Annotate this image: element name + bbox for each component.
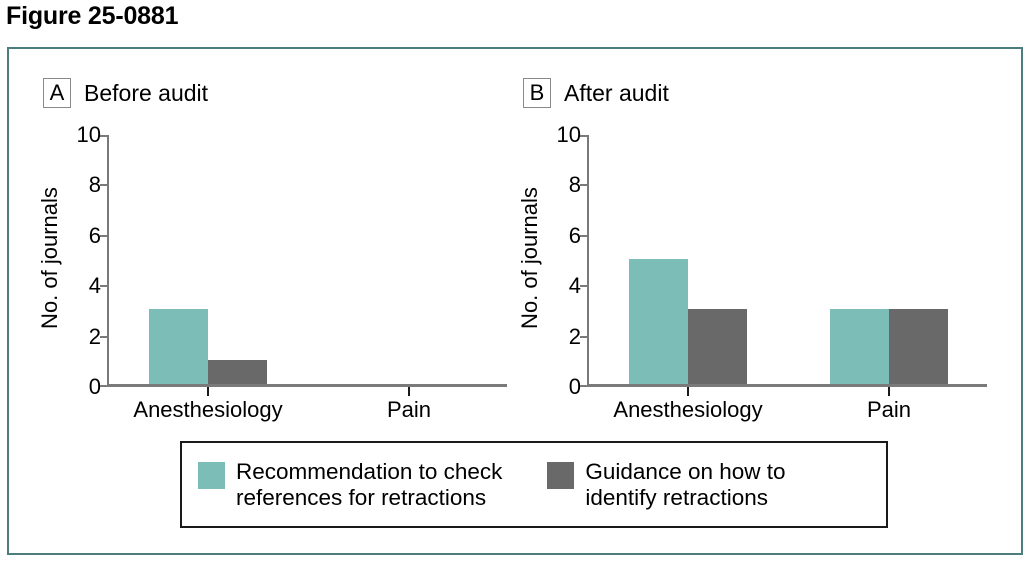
y-tick-mark <box>580 385 587 387</box>
y-tick-label: 0 <box>568 374 581 399</box>
x-tick-label-anesthesiology: Anesthesiology <box>613 397 763 422</box>
panel-a-letter: A <box>43 78 71 108</box>
x-tick-mark <box>207 387 209 396</box>
y-axis-line <box>587 135 589 387</box>
panel-b-title: After audit <box>564 79 669 106</box>
legend-item-guidance: Guidance on how to identify retractions <box>547 458 786 511</box>
y-tick-mark <box>580 335 587 338</box>
legend-label-recommendation: Recommendation to check references for r… <box>236 458 503 510</box>
bar-b-anesthesiology-recommendation <box>629 259 688 385</box>
y-tick-label: 2 <box>88 323 101 349</box>
panel-a-y-tick-labels: 0 2 4 6 8 10 <box>61 124 101 398</box>
y-tick-mark <box>100 135 107 137</box>
panel-a-title: Before audit <box>84 79 209 106</box>
y-tick-mark <box>100 234 107 237</box>
y-tick-mark <box>580 234 587 237</box>
y-tick-mark <box>580 285 587 288</box>
bar-b-pain-guidance <box>889 309 948 385</box>
y-tick-label: 0 <box>88 374 101 399</box>
y-tick-mark <box>100 385 107 387</box>
panel-b-axes: Anesthesiology Pain <box>580 135 987 422</box>
legend-swatch-gray <box>547 461 575 489</box>
figure-frame: A Before audit No. of journals 0 2 4 6 8… <box>7 47 1023 555</box>
y-tick-label: 6 <box>568 222 581 248</box>
y-tick-label: 2 <box>568 323 581 349</box>
x-tick-label-pain: Pain <box>866 397 912 422</box>
x-tick-label-anesthesiology: Anesthesiology <box>133 397 283 422</box>
y-tick-label: 6 <box>88 222 101 248</box>
x-tick-label-pain: Pain <box>386 397 432 422</box>
y-tick-mark <box>100 335 107 338</box>
legend-label-guidance: Guidance on how to identify retractions <box>585 458 786 510</box>
y-tick-mark <box>580 135 587 137</box>
y-tick-label: 10 <box>76 122 101 147</box>
y-tick-label: 10 <box>556 122 581 147</box>
x-axis-line <box>107 384 507 387</box>
x-tick-mark <box>888 387 890 396</box>
bar-a-anesthesiology-recommendation <box>149 309 208 385</box>
panel-a-axes: Anesthesiology Pain <box>100 135 507 422</box>
bar-a-anesthesiology-guidance <box>208 359 267 385</box>
panel-b-letter: B <box>523 78 551 108</box>
panel-b: B After audit No. of journals 0 2 4 6 8 … <box>515 63 995 433</box>
legend-item-recommendation: Recommendation to check references for r… <box>198 459 502 511</box>
panel-a-header: A Before audit <box>43 77 208 109</box>
panel-b-y-axis-label: No. of journals <box>517 187 542 329</box>
y-tick-label: 8 <box>88 172 101 198</box>
x-axis-line <box>587 384 987 387</box>
panel-a: A Before audit No. of journals 0 2 4 6 8… <box>35 63 507 433</box>
legend: Recommendation to check references for r… <box>180 441 888 528</box>
x-tick-mark <box>408 387 410 396</box>
y-tick-label: 4 <box>88 273 101 299</box>
panel-a-y-axis-label: No. of journals <box>37 187 62 329</box>
y-tick-mark <box>580 184 587 187</box>
page-title: Figure 25-0881 <box>6 2 179 30</box>
x-tick-mark <box>687 387 689 396</box>
panel-b-header: B After audit <box>523 77 669 109</box>
legend-swatch-teal <box>198 461 225 489</box>
panel-b-y-tick-labels: 0 2 4 6 8 10 <box>541 124 581 398</box>
bar-b-anesthesiology-guidance <box>688 309 747 385</box>
y-axis-line <box>107 135 109 387</box>
y-tick-label: 8 <box>568 172 581 198</box>
y-tick-mark <box>100 285 107 288</box>
y-tick-label: 4 <box>568 273 581 299</box>
bar-b-pain-recommendation <box>830 309 889 385</box>
y-tick-mark <box>100 184 107 187</box>
